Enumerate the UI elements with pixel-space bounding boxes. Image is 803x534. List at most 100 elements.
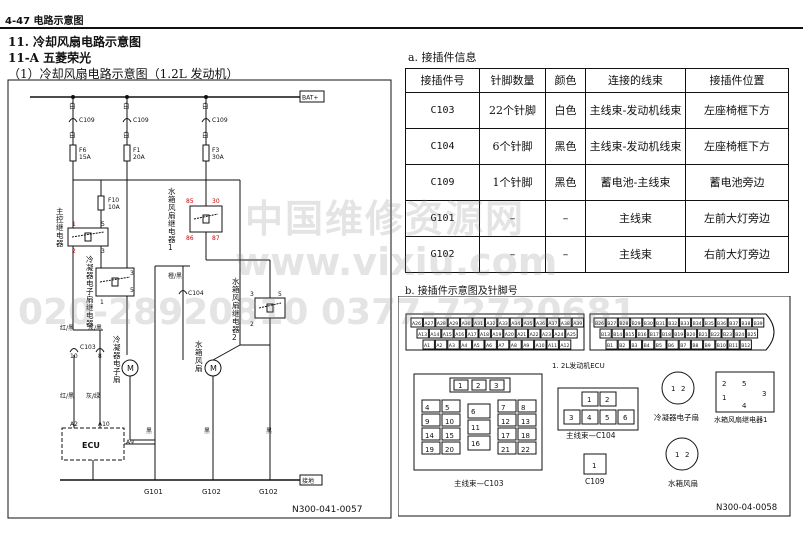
label-char: 风: [232, 293, 240, 302]
connector-table: 接插件号 针脚数量 颜色 连接的线束 接插件位置 C103 22个针脚 白色 主…: [405, 68, 789, 273]
pin-label: 2: [685, 451, 689, 459]
ecu-pin-cell: [654, 339, 667, 350]
table-cell: 左座椅框下方: [685, 128, 789, 165]
c104-connector-label: 主线束—C104: [566, 430, 616, 440]
wire-color-label: 红/黑: [60, 392, 74, 400]
ecu-pin-label: A3: [449, 343, 455, 349]
ecu-pin-cell: [447, 339, 460, 350]
pin-cell: [599, 409, 617, 425]
header-rule: [0, 27, 803, 29]
ecu-pin-label: A34: [511, 321, 520, 327]
ecu-pin-label: A4: [461, 343, 467, 349]
page-header-label: 4-47 电路示意图: [5, 16, 84, 27]
pin-label: 14: [425, 432, 434, 440]
ecu-pin-cell: [752, 317, 765, 328]
fuse-rating: 15A: [79, 154, 92, 161]
wire-color-label: 白: [123, 101, 130, 110]
ecu-pin-cell: [534, 317, 547, 328]
label-char: 器: [113, 351, 121, 360]
ecu-pin-label: A8: [511, 343, 517, 349]
pin-cell: [497, 399, 517, 413]
ecu-pin-label: A10: [536, 343, 545, 349]
ecu-pin-cell: [453, 328, 467, 339]
ecu-pin-cell: [727, 339, 740, 350]
ecu-pin-label: B39: [754, 321, 763, 327]
ecu-pin-label: A31: [474, 321, 483, 327]
ecu-pin-label: A2: [436, 343, 442, 349]
ecu-pin-label: B1: [607, 343, 613, 349]
table-cell: 主线束: [585, 236, 686, 273]
pin-label: 4: [587, 414, 592, 422]
pin-label: 1: [671, 385, 675, 393]
relay-box: [67, 227, 109, 247]
pin-label: 3: [762, 390, 766, 398]
relay-connector-outline: [715, 371, 775, 413]
pin-label: 18: [521, 432, 530, 440]
pin-cell: [517, 441, 537, 455]
table-cell: 蓄电池-主线束: [585, 164, 686, 201]
table-row: C109 1个针脚 黑色 蓄电池-主线束 蓄电池旁边: [405, 164, 789, 201]
ecu-pin-label: B24: [735, 332, 744, 338]
ground-name: G102: [259, 488, 278, 496]
ecu-pin-label: A21: [517, 332, 526, 338]
ecu-pin-cell: [552, 328, 566, 339]
pin-cell: [453, 379, 469, 391]
label-char: 扇: [232, 300, 240, 310]
wire-color-label: 黑: [146, 428, 152, 435]
column-header: 颜色: [545, 68, 586, 93]
ecu-pin-label: A5: [474, 343, 480, 349]
ecu-pin-label: A1: [424, 343, 430, 349]
ecu-pin-cell: [571, 317, 585, 328]
pin-label: 17: [501, 432, 510, 440]
table-cell: 黑色: [545, 164, 586, 201]
wire-color-label: 灰/黑: [88, 324, 102, 332]
water-fan-label: 水箱风扇: [195, 339, 203, 373]
relay-switch: [193, 213, 219, 220]
ecu-pin-cell: [672, 328, 685, 339]
bat-box: [299, 90, 325, 103]
pin-cell: [617, 409, 635, 425]
ecu-pin-label: A15: [443, 332, 452, 338]
pin-label: 6: [623, 414, 628, 422]
ground-name: G101: [144, 488, 163, 496]
ecu-pin-cell: [599, 328, 612, 339]
ecu-pin-cell: [435, 317, 448, 328]
c103-connector-label: 主线束—C103: [454, 478, 504, 488]
ecu-label: ECU: [82, 441, 100, 450]
ecu-pin-cell: [540, 328, 553, 339]
ecu-pin-label: A26: [412, 321, 421, 327]
ground-box: [299, 474, 323, 486]
ecu-pin-cell: [636, 328, 649, 339]
c103-connector-arc: [69, 348, 79, 353]
pin-label: 1: [458, 382, 462, 390]
pin-cell: [581, 409, 599, 425]
ecu-pin-label: B5: [656, 343, 662, 349]
pin-cell: [467, 435, 491, 451]
pin-number: 3: [101, 248, 105, 255]
ecu-pin-label: A27: [424, 321, 433, 327]
label-char: 箱: [168, 194, 176, 204]
ecu-pin-label: A32: [486, 321, 495, 327]
pin-label: 5: [742, 380, 746, 388]
water-fan-relay-2: [254, 297, 286, 319]
wire-color-label: 橙/黑: [168, 272, 182, 280]
ecu-pin-cell: [629, 339, 643, 350]
pin-number: 5: [130, 287, 134, 294]
label-char: 冷: [86, 254, 94, 264]
pin-cell: [421, 399, 441, 413]
label-char: 水: [195, 339, 203, 349]
ecu-pin-label: B14: [613, 332, 622, 338]
ecu-pin-cell: [703, 339, 716, 350]
ecu-pin-cell: [630, 317, 643, 328]
pin-number: 86: [186, 235, 194, 242]
pin-label: 20: [445, 446, 454, 454]
table-cell: –: [479, 236, 546, 273]
pin-label: 21: [501, 446, 510, 454]
pin-cell: [421, 427, 441, 441]
ecu-pin-label: A12: [560, 343, 569, 349]
pin-number: 2: [250, 321, 254, 328]
ecu-pin-label: B33: [680, 321, 689, 327]
ecu-pin-cell: [697, 328, 710, 339]
pin-label: 12: [501, 418, 510, 426]
pin-cell: [497, 427, 517, 441]
